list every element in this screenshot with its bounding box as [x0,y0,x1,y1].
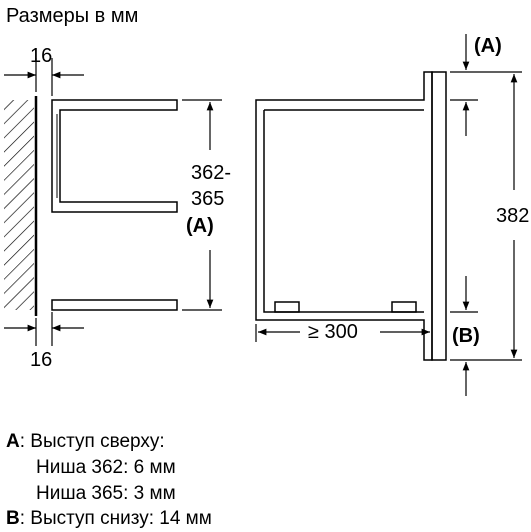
page-title: Размеры в мм [6,5,139,27]
offset-a-dimension [450,34,478,136]
niche-height-label-line2: 365 [191,188,225,210]
ref-b-label: (B) [452,325,480,347]
top-width-dimension [4,58,84,96]
niche-side-view [51,99,178,311]
legend-b: B: Выступ снизу: 14 мм [6,509,212,528]
appliance-side-view [255,71,447,361]
depth-dimension [255,324,430,342]
niche-height-ref-label: (A) [186,215,214,237]
legend-a-key: A [6,431,20,452]
unit-height-dimension [450,71,522,361]
legend-b-key: B [6,508,20,529]
legend-a-text: : Выступ сверху: [19,431,165,452]
niche-height-label-line1: 362- [191,162,232,184]
legend-a-line2: Ниша 362: 6 мм [36,457,176,478]
bottom-width-label: 16 [30,349,53,371]
unit-height-label: 382 [496,205,530,227]
legend-a: A: Выступ сверху: [6,432,165,451]
bottom-width-dimension [4,312,84,346]
legend-a-line3: Ниша 365: 3 мм [36,483,176,504]
niche-height-dimension [182,99,222,311]
wall-section [4,96,38,316]
ref-a-label: (A) [474,35,502,57]
depth-label: ≥ 300 [308,321,358,343]
legend-b-text: : Выступ снизу: 14 мм [19,508,212,529]
offset-b-dimension [450,276,478,396]
top-width-label: 16 [30,45,53,67]
